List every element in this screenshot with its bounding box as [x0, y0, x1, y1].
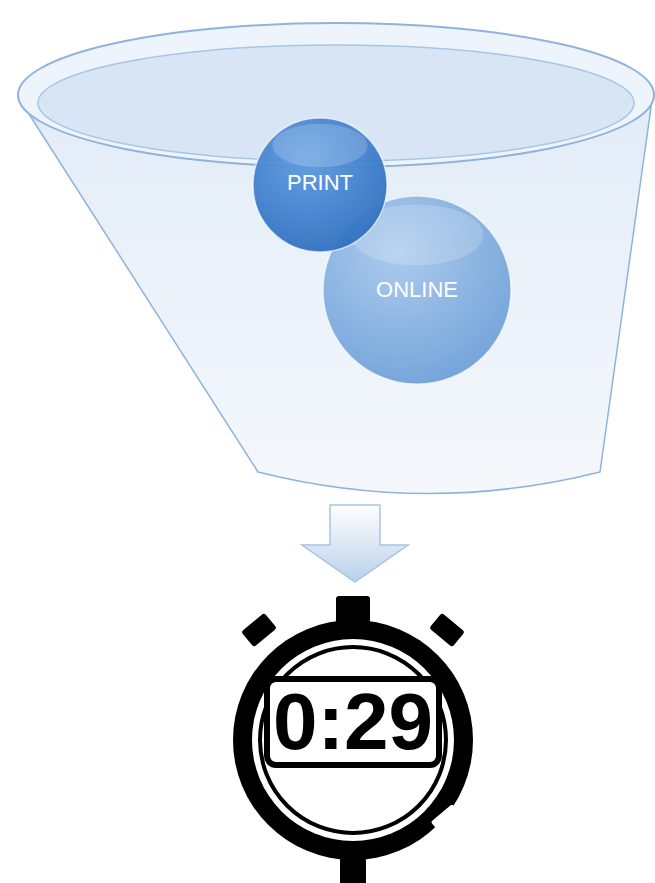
stopwatch-button: [429, 613, 465, 648]
stopwatch-button: [241, 613, 277, 648]
down-arrow: [302, 505, 408, 582]
funnel-cone: [20, 100, 652, 494]
circle-gloss: [351, 205, 484, 266]
circle-label: ONLINE: [376, 279, 458, 301]
funnel-rim: [18, 23, 654, 167]
stopwatch-face: [252, 639, 454, 841]
stopwatch-button: [336, 596, 370, 624]
circle-fill: [323, 196, 511, 384]
stopwatch: [233, 596, 473, 883]
stopwatch-notch: [431, 804, 458, 828]
circle-gloss: [272, 124, 367, 168]
stopwatch-body: [233, 620, 473, 860]
stopwatch-ring: [260, 647, 446, 833]
funnel: [18, 23, 654, 494]
print-circle: PRINT: [252, 117, 388, 253]
stopwatch-display: 0:29: [264, 676, 442, 768]
circle-label: PRINT: [287, 172, 353, 194]
circle-fill: [253, 118, 387, 252]
timer-digits: 0:29: [273, 682, 433, 762]
